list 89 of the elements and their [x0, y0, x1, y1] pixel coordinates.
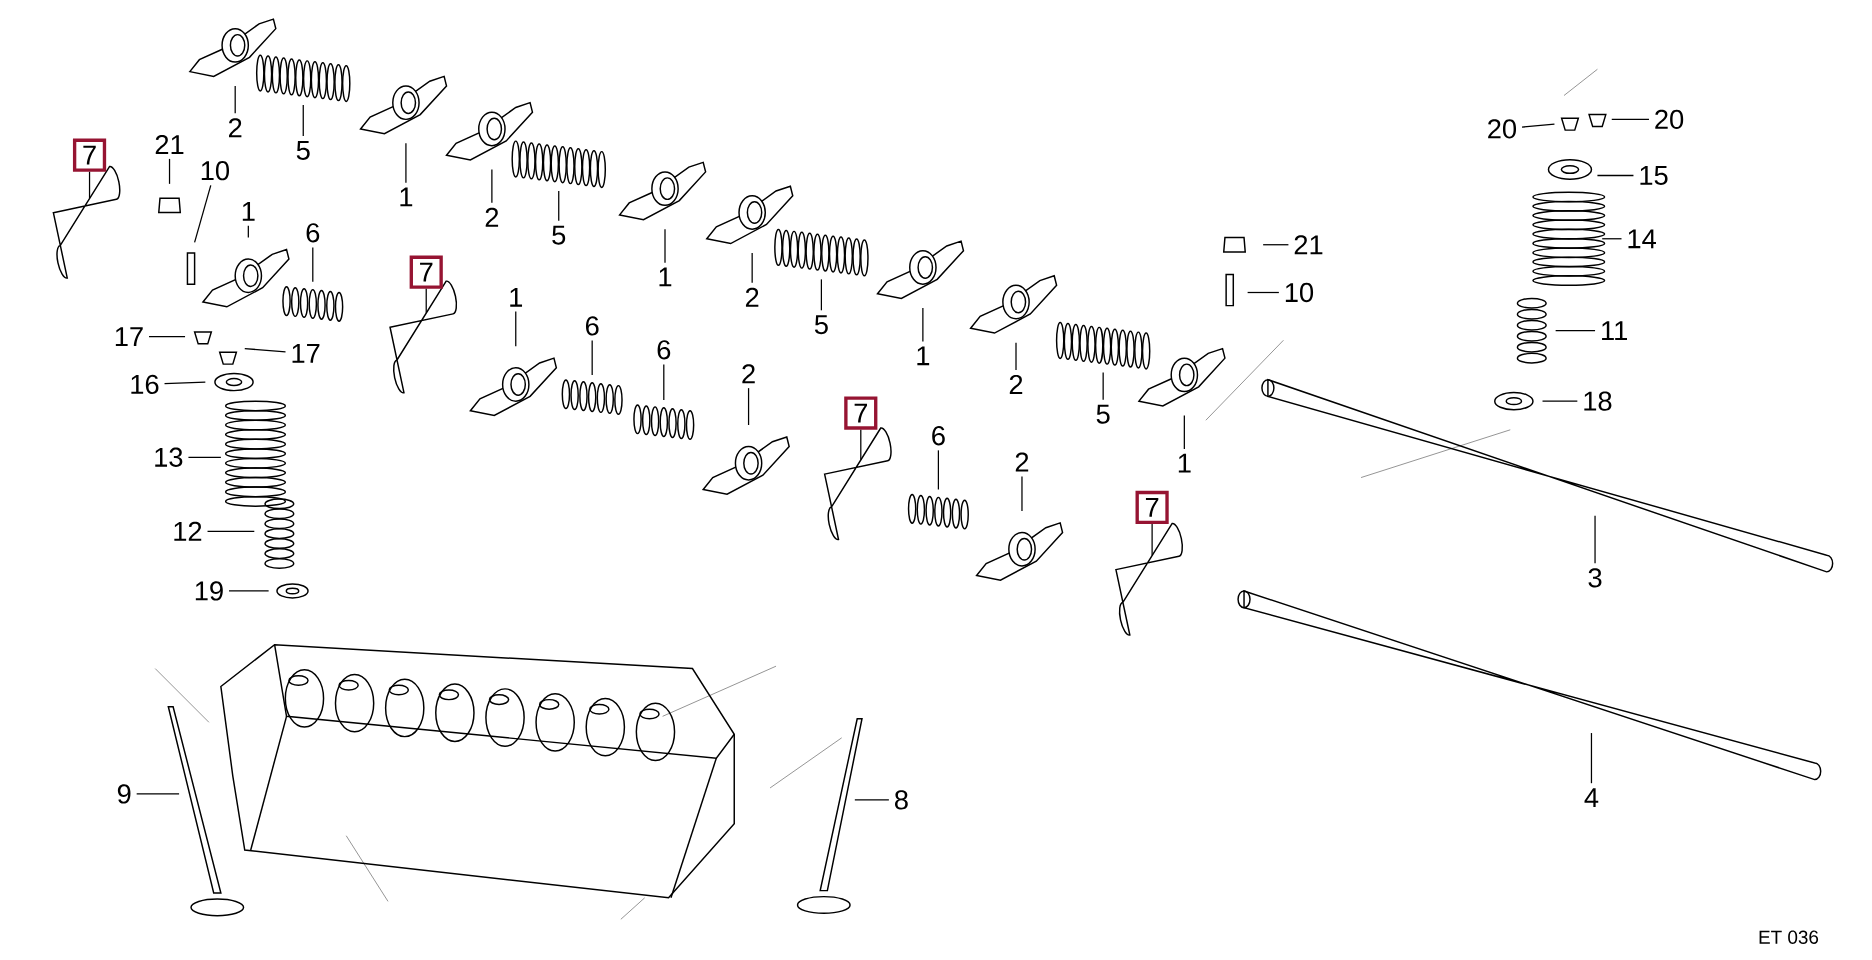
callout-number: 1: [1178, 453, 1191, 473]
leader-line: [491, 168, 493, 204]
callout-number: 1: [400, 187, 413, 207]
callout-box: 7: [72, 138, 107, 172]
callout-number: 18: [1584, 391, 1612, 411]
leader-line: [860, 429, 862, 461]
leader-line: [922, 307, 924, 343]
leader-line: [1555, 330, 1596, 332]
callout-number: 20: [1488, 119, 1517, 139]
leader-line: [1596, 174, 1635, 177]
leader-line: [425, 288, 427, 314]
leader-line: [247, 225, 249, 239]
callout-number: 19: [195, 581, 223, 601]
callout-number: 16: [131, 374, 159, 395]
callout-number: 14: [1628, 229, 1656, 249]
callout-number: 6: [932, 426, 945, 446]
callout-number: 1: [659, 267, 672, 287]
callout-number: 11: [1602, 321, 1627, 341]
callout-number: 21: [155, 135, 184, 155]
leader-line: [820, 278, 823, 311]
leader-line: [168, 158, 171, 185]
drawing-code: ET 036: [1759, 930, 1819, 944]
leader-line: [244, 348, 287, 353]
callout-number: 8: [895, 790, 908, 810]
leader-line: [1594, 515, 1596, 564]
callout-number: 5: [552, 225, 566, 245]
leader-line: [302, 104, 304, 137]
leader-line: [591, 339, 593, 376]
callout-number: 9: [117, 784, 131, 804]
callout-number: 1: [242, 202, 255, 221]
callout-number: 6: [585, 316, 599, 336]
callout-box: 7: [409, 255, 443, 289]
callout-number: 17: [292, 344, 320, 363]
leader-line: [1601, 238, 1623, 240]
callout-number: 17: [115, 327, 143, 347]
callout-number: 2: [1009, 374, 1023, 394]
leader-line: [1521, 123, 1556, 128]
leader-line: [88, 171, 91, 199]
leader-line: [1021, 475, 1023, 512]
leader-line: [747, 387, 750, 426]
callout-number: 2: [229, 118, 242, 138]
leader-line: [1015, 342, 1017, 371]
leader-line: [1183, 414, 1185, 450]
callout-number: 15: [1640, 166, 1668, 186]
leader-line: [1247, 291, 1280, 294]
callout-box: 7: [1135, 490, 1169, 525]
callout-number: 10: [1285, 282, 1314, 303]
callout-number: 6: [306, 223, 320, 243]
callout-number: 5: [296, 141, 310, 160]
callout-number: 4: [1584, 788, 1599, 807]
callout-number: 1: [917, 346, 930, 366]
callout-number: 12: [174, 521, 202, 541]
callout-box: 7: [844, 396, 878, 430]
callout-number: 5: [814, 315, 828, 335]
leader-line: [206, 530, 255, 532]
leader-line: [312, 246, 314, 283]
callout-number: 20: [1655, 109, 1684, 130]
leader-line: [187, 456, 222, 458]
leader-line: [1541, 400, 1578, 402]
leader-line: [663, 363, 665, 401]
leader-line: [228, 590, 270, 592]
leader-line: [194, 184, 212, 244]
leader-line: [1590, 732, 1593, 784]
callout-number: 3: [1588, 568, 1602, 588]
callout-number: 13: [155, 447, 183, 467]
leader-line: [163, 381, 206, 385]
leader-line: [1102, 371, 1104, 401]
callout-number: 2: [745, 287, 759, 307]
callout-number: 2: [485, 207, 499, 227]
leader-line: [854, 799, 890, 801]
callout-number: 5: [1096, 404, 1110, 424]
leader-line: [751, 252, 753, 284]
callout-number: 1: [510, 287, 523, 307]
leader-line: [136, 793, 180, 795]
callout-number: 2: [742, 364, 755, 384]
leader-line: [1151, 523, 1153, 556]
leader-line: [515, 311, 517, 347]
callout-number: 2: [1015, 452, 1029, 472]
leader-line: [558, 190, 560, 222]
leader-line: [405, 142, 407, 184]
leader-line: [664, 228, 666, 264]
callout-number: 10: [201, 161, 229, 181]
leader-line: [1611, 118, 1650, 121]
leader-line: [234, 85, 236, 114]
leader-line: [1262, 244, 1290, 246]
leader-line: [148, 336, 186, 338]
callout-number: 21: [1294, 235, 1323, 255]
callout-number: 6: [657, 340, 671, 360]
leader-line: [937, 449, 940, 491]
